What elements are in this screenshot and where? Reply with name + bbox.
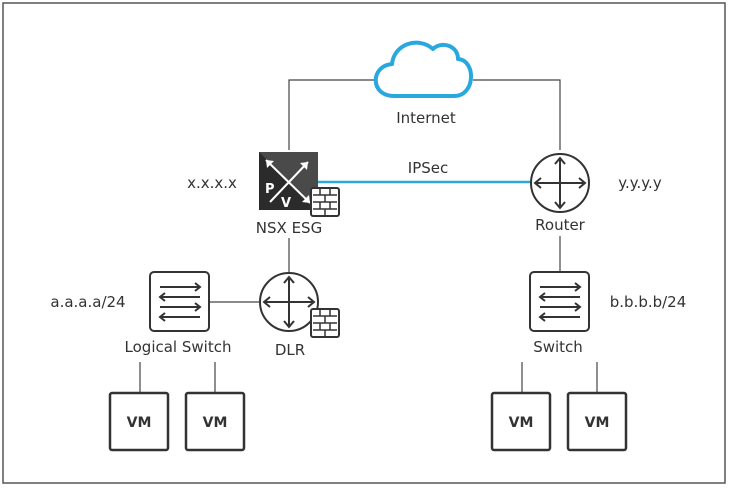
esg-p-letter: P: [265, 182, 275, 197]
dlr-icon: [259, 272, 319, 332]
internet-label: Internet: [396, 109, 456, 127]
logical-subnet-label: a.a.a.a/24: [50, 293, 125, 311]
link-esg-internet: [288, 79, 378, 150]
esg-v-letter: V: [281, 196, 291, 211]
vm-box: VM: [108, 391, 170, 452]
logical-switch-label: Logical Switch: [125, 338, 232, 356]
vm-label: VM: [203, 415, 228, 431]
nsx-esg-icon: P V: [259, 152, 318, 211]
router-ip-label: y.y.y.y: [618, 174, 662, 192]
switch-icon: [529, 271, 590, 332]
dlr-firewall-icon: [310, 308, 340, 338]
router-label: Router: [535, 216, 586, 234]
switch-subnet-label: b.b.b.b/24: [610, 293, 687, 311]
vm-label: VM: [509, 415, 534, 431]
logical-switch-icon: [149, 271, 210, 332]
connections: [139, 79, 598, 393]
vm-label: VM: [127, 415, 152, 431]
vm-label: VM: [585, 415, 610, 431]
esg-ip-label: x.x.x.x: [187, 174, 237, 192]
dlr-label: DLR: [275, 341, 305, 359]
link-internet-router: [473, 79, 561, 150]
esg-label: NSX ESG: [256, 219, 322, 237]
esg-firewall-icon: [310, 187, 340, 217]
switch-label: Switch: [533, 338, 583, 356]
ipsec-label: IPSec: [408, 159, 448, 177]
vm-box: VM: [490, 391, 552, 452]
vm-box: VM: [566, 391, 628, 452]
vm-box: VM: [184, 391, 246, 452]
internet-cloud-icon: [373, 40, 473, 98]
router-icon: [530, 153, 590, 213]
